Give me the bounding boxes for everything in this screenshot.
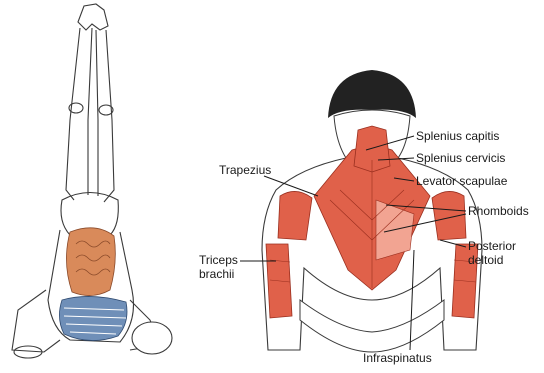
internal-organs <box>59 228 127 341</box>
intestines <box>66 228 115 296</box>
label-posterior-line1: Posterior <box>468 240 516 253</box>
label-trapezius: Trapezius <box>219 164 271 177</box>
label-rhomboids: Rhomboids <box>468 205 529 218</box>
label-posterior-line2: deltoid <box>468 254 503 267</box>
label-levator-scapulae: Levator scapulae <box>416 175 507 188</box>
right-leg <box>104 30 114 202</box>
label-splenius-capitis: Splenius capitis <box>416 130 499 143</box>
deltoid-left <box>278 191 312 240</box>
back-view-figure <box>262 70 482 352</box>
left-arm <box>12 290 60 352</box>
leg-inner-2 <box>96 30 98 196</box>
label-triceps-line1: Triceps <box>199 254 238 267</box>
label-infraspinatus: Infraspinatus <box>363 352 432 365</box>
head <box>132 322 172 354</box>
feet <box>78 4 108 30</box>
ribcage <box>59 296 127 340</box>
label-triceps-line2: brachii <box>199 268 234 281</box>
label-splenius-cervicis: Splenius cervicis <box>416 152 505 165</box>
deltoid-right <box>432 191 466 240</box>
forearms <box>300 300 444 352</box>
left-leg <box>66 28 80 200</box>
leg-inner <box>88 28 92 195</box>
